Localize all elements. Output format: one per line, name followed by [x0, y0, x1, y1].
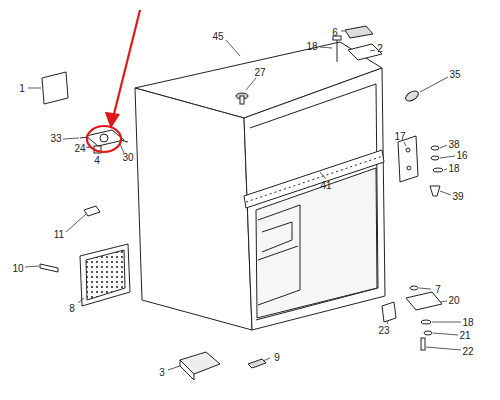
cabinet-body: [258, 205, 300, 305]
leader-lines: [404, 142, 406, 146]
small-parts: [86, 250, 125, 300]
callout-number: 16: [455, 150, 468, 161]
leader-lines: [433, 333, 458, 335]
callout-number: 1: [18, 83, 26, 94]
small-parts: [431, 146, 439, 150]
leader-lines: [370, 50, 375, 51]
callout-number: 7: [434, 284, 442, 295]
small-parts: [398, 136, 418, 182]
callout-number: 9: [273, 352, 281, 363]
small-parts: [421, 320, 431, 324]
small-parts: [410, 286, 418, 290]
callout-number: 3: [158, 367, 166, 378]
callout-number: 20: [447, 295, 460, 306]
small-parts: [40, 264, 58, 272]
divider-bar: [246, 156, 383, 202]
small-parts: [180, 360, 194, 380]
cabinet-body: [135, 42, 385, 330]
callout-number: 18: [305, 41, 318, 52]
callout-number: 27: [253, 67, 266, 78]
callout-number: 10: [11, 263, 24, 274]
small-parts: [345, 26, 373, 38]
small-parts: [248, 359, 266, 368]
small-parts: [430, 186, 440, 196]
leader-lines: [66, 214, 86, 232]
small-parts: [100, 134, 108, 142]
leader-lines: [387, 321, 388, 324]
callout-number: 4: [93, 155, 101, 166]
small-parts: [84, 206, 100, 216]
small-parts: [240, 96, 244, 104]
leader-lines: [168, 366, 180, 370]
small-parts: [337, 38, 338, 62]
callout-number: 18: [447, 163, 460, 174]
highlight-callout: [113, 10, 140, 118]
callout-number: 35: [448, 69, 461, 80]
leader-lines: [320, 172, 326, 179]
callout-number: 18: [461, 317, 474, 328]
leader-lines: [420, 77, 448, 92]
leader-lines: [320, 47, 332, 48]
small-parts: [80, 244, 130, 306]
leader-lines: [440, 156, 455, 158]
callout-number: 45: [211, 31, 224, 42]
callout-number: 41: [319, 180, 332, 191]
callout-number: 17: [393, 131, 406, 142]
leader-lines: [25, 266, 39, 267]
divider-bar: [244, 150, 384, 208]
leader-lines: [78, 298, 84, 303]
leader-lines: [226, 40, 240, 56]
leader-lines: [63, 138, 79, 139]
divider-bar: [244, 150, 384, 208]
cabinet-body: [250, 84, 378, 320]
leader-lines: [263, 358, 270, 361]
small-parts: [424, 331, 432, 335]
small-parts: [404, 89, 420, 103]
leader-lines: [440, 191, 451, 195]
small-parts: [421, 338, 425, 350]
callout-number: 2: [376, 43, 384, 54]
leader-lines: [432, 322, 461, 323]
small-parts: [42, 72, 68, 104]
cabinet-body: [244, 68, 385, 330]
leader-lines: [246, 78, 256, 90]
leader-lines: [426, 347, 461, 350]
leader-lines: [28, 88, 41, 89]
leader-lines: [341, 31, 345, 32]
callout-number: 22: [461, 346, 474, 357]
leader-lines: [25, 31, 461, 370]
leader-lines: [444, 169, 447, 170]
callout-number: 21: [458, 330, 471, 341]
highlight-callout: [106, 112, 119, 126]
small-parts: [433, 168, 443, 172]
cabinet-body: [262, 222, 292, 252]
small-parts: [407, 166, 411, 170]
small-parts: [406, 292, 442, 310]
small-parts: [431, 156, 439, 160]
callout-number: 11: [53, 229, 65, 240]
callout-number: 38: [447, 139, 460, 150]
small-parts: [406, 148, 410, 152]
callout-number: 8: [68, 303, 76, 314]
highlight-callout: [87, 10, 140, 152]
callout-number: 24: [73, 143, 86, 154]
highlight-callout: [87, 126, 121, 152]
leader-lines: [419, 288, 431, 289]
callout-number: 23: [377, 325, 390, 336]
small-parts: [348, 44, 382, 60]
cabinet-body: [135, 88, 252, 330]
small-parts: [40, 26, 443, 380]
small-parts: [382, 302, 396, 322]
leader-lines: [440, 145, 447, 148]
callout-number: 6: [331, 27, 339, 38]
leader-lines: [440, 301, 447, 302]
callout-number: 30: [121, 152, 134, 163]
callout-number: 33: [49, 133, 62, 144]
cabinet-body: [258, 246, 298, 260]
callout-number: 39: [451, 191, 464, 202]
